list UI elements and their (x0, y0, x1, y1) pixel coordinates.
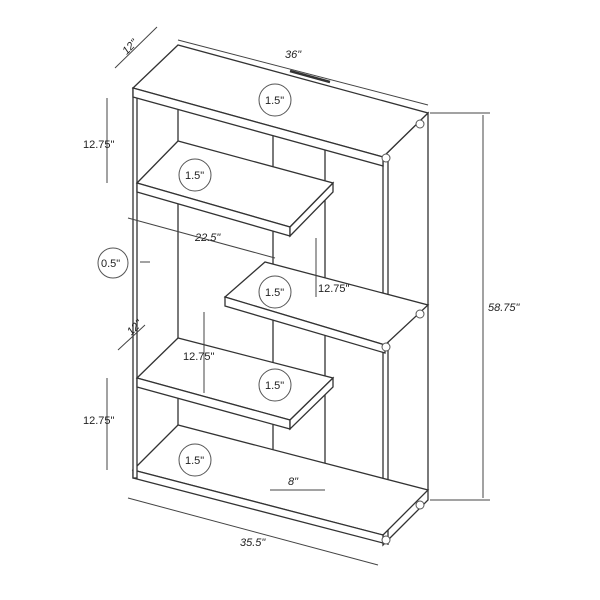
bracket (415, 500, 425, 510)
label-height: 58.75" (488, 302, 521, 314)
label-shelf-spacing-mid-left: 12.75" (183, 351, 215, 363)
callout-circle (178, 443, 212, 477)
bracket (415, 119, 425, 129)
callout-thickness: 1.5" (185, 455, 204, 467)
callout-thickness: 1.5" (185, 170, 204, 182)
callout-circle (178, 158, 212, 192)
top-slot (289, 69, 331, 84)
label-top-depth: 12" (120, 37, 141, 58)
callout-circle (97, 247, 129, 279)
callout-circle (258, 275, 292, 309)
callout-thickness: 1.5" (265, 95, 284, 107)
shelf-1-side (289, 181, 334, 238)
dimension-lines (106, 26, 490, 566)
label-shelf-spacing-mid-right: 12.75" (318, 283, 350, 295)
callout-thickness: 1.5" (265, 287, 284, 299)
label-side-thickness: 0.5" (101, 258, 120, 270)
callout-circle (258, 83, 292, 117)
bracket (381, 342, 391, 352)
bracket (381, 153, 391, 163)
callout-circle (258, 368, 292, 402)
label-bottom-width: 35.5" (240, 537, 266, 549)
bracket (415, 309, 425, 319)
shelf-3-side (289, 376, 334, 431)
bracket (381, 535, 391, 545)
callout-thickness: 1.5" (265, 380, 284, 392)
label-shelf-length: 22.5" (194, 232, 221, 244)
label-offset: 8" (288, 476, 299, 488)
label-shelf-spacing-bottom: 12.75" (83, 415, 115, 427)
label-top-width: 36" (285, 49, 302, 61)
label-shelf-spacing-top: 12.75" (83, 139, 115, 151)
shelf-2-front (224, 296, 386, 354)
label-shelf-depth: 12" (125, 317, 146, 338)
top-panel-front (132, 87, 384, 167)
left-side-panel (132, 87, 138, 479)
